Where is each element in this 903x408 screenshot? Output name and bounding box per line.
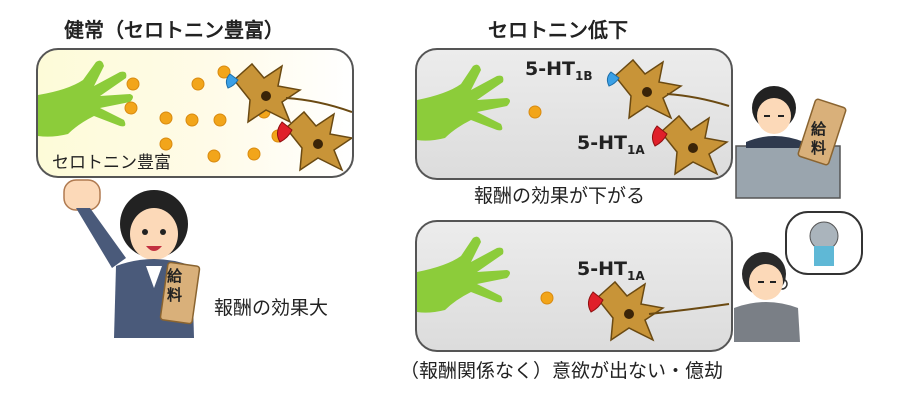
reward-effect-decreases-caption: 報酬の効果が下がる [474,185,646,207]
healthy-synapse-panel: セロトニン豊富 [36,48,354,178]
neuron-1a-icon [651,114,729,176]
presynaptic-terminal-icon [38,60,133,137]
no-motivation-caption: （報酬関係なく）意欲が出ない・億劫 [400,360,724,382]
salary-badge-healthy: 給料 [167,267,183,304]
serotonin-molecule [540,291,554,305]
serotonin-molecule [528,105,542,119]
presynaptic-terminal-icon [417,64,510,141]
unmotivated-person-illustration [734,211,863,342]
receptor-label-5ht1b: 5-HT1B [525,58,593,83]
tired-worker-illustration [735,86,847,199]
salary-envelope-icon [159,261,201,325]
neuron-1b-icon [606,58,730,120]
salary-envelope-icon [797,98,847,166]
low-serotonin-synapse-bottom [417,236,730,342]
healthy-synapse-illustration [38,60,352,172]
reward-effect-large-caption: 報酬の効果大 [214,297,329,319]
happy-woman-illustration [63,179,201,338]
receptor-label-5ht1a-top: 5-HT1A [577,132,645,157]
low-serotonin-panel-bottom: 5-HT1A [415,220,733,352]
reduced-heading: セロトニン低下 [488,18,628,42]
low-serotonin-panel-top: 5-HT1B 5-HT1A [415,48,733,180]
serotonin-molecules [124,65,285,163]
serotonin-rich-label: セロトニン豊富 [52,153,171,173]
upper-neuron-icon [225,62,352,124]
salary-badge-reduced: 給料 [811,120,827,157]
low-serotonin-synapse-top [417,58,730,176]
thought-bubble-icon [776,211,863,290]
healthy-heading: 健常（セロトニン豊富） [64,18,284,42]
receptor-label-5ht1a-bottom: 5-HT1A [577,258,645,283]
lower-neuron-icon [276,110,352,172]
neuron-1a-icon [587,280,730,342]
presynaptic-terminal-icon [417,236,510,313]
raised-fist-icon [63,179,101,211]
